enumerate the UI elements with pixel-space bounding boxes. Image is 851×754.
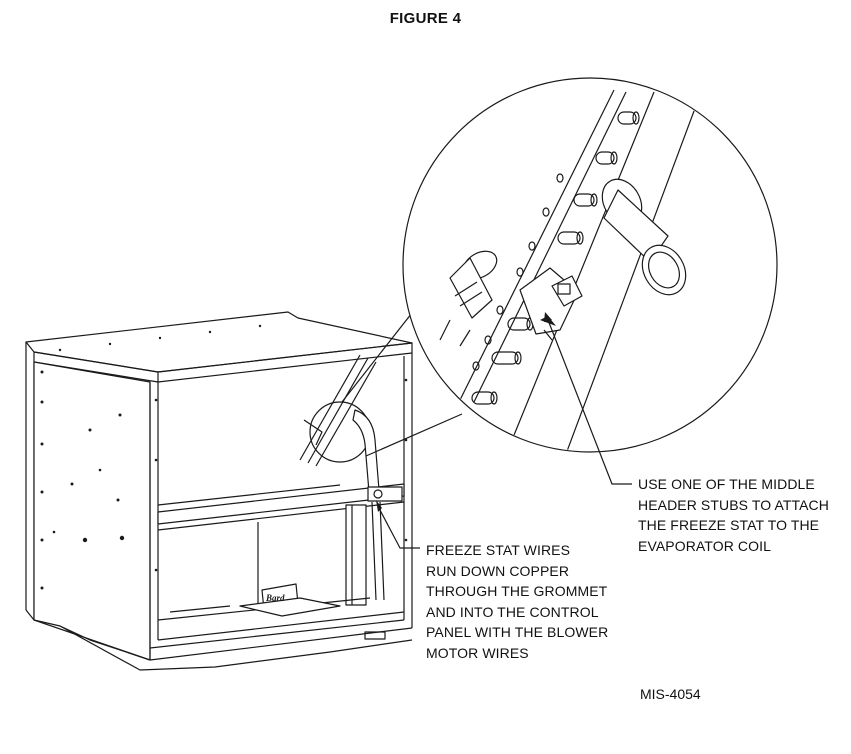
bard-logo: Bard <box>239 583 341 617</box>
figure-title: FIGURE 4 <box>389 10 462 27</box>
cabinet-left-side <box>33 361 151 661</box>
callout-line: THROUGH THE GROMMET <box>426 583 608 599</box>
large-pipe <box>601 178 687 296</box>
callout-line: EVAPORATOR COIL <box>638 537 771 554</box>
header-stubs <box>471 111 640 405</box>
cabinet-top <box>25 311 413 373</box>
evaporator-coil-small <box>299 354 403 601</box>
callout-line: FREEZE STAT WIRES <box>426 542 571 558</box>
callout-line: AND INTO THE CONTROL <box>426 603 599 620</box>
callout-line: HEADER STUBS TO ATTACH <box>638 496 829 513</box>
pipe-fitting <box>439 250 498 347</box>
freeze-stat <box>519 267 583 341</box>
detail-circle <box>402 77 778 453</box>
callout-line: PANEL WITH THE BLOWER <box>426 624 609 640</box>
callout-leaders <box>376 312 632 549</box>
panel-screws <box>40 324 408 590</box>
callout-line: MOTOR WIRES <box>426 644 529 661</box>
logo-text: Bard <box>265 593 285 603</box>
blower-partition <box>157 483 405 525</box>
callout-line: THE FREEZE STAT TO THE <box>638 517 820 533</box>
drawing-number: MIS-4054 <box>640 686 701 702</box>
callout-freeze-stat-wires: FREEZE STAT WIRES RUN DOWN COPPER THROUG… <box>426 540 608 663</box>
callout-line: RUN DOWN COPPER <box>426 562 570 579</box>
callout-header-stub: USE ONE OF THE MIDDLE HEADER STUBS TO AT… <box>638 474 829 556</box>
callout-line: USE ONE OF THE MIDDLE <box>638 476 815 492</box>
leader-header-stub <box>547 319 632 485</box>
leader-freeze-wires <box>379 509 420 549</box>
cabinet <box>25 311 413 671</box>
